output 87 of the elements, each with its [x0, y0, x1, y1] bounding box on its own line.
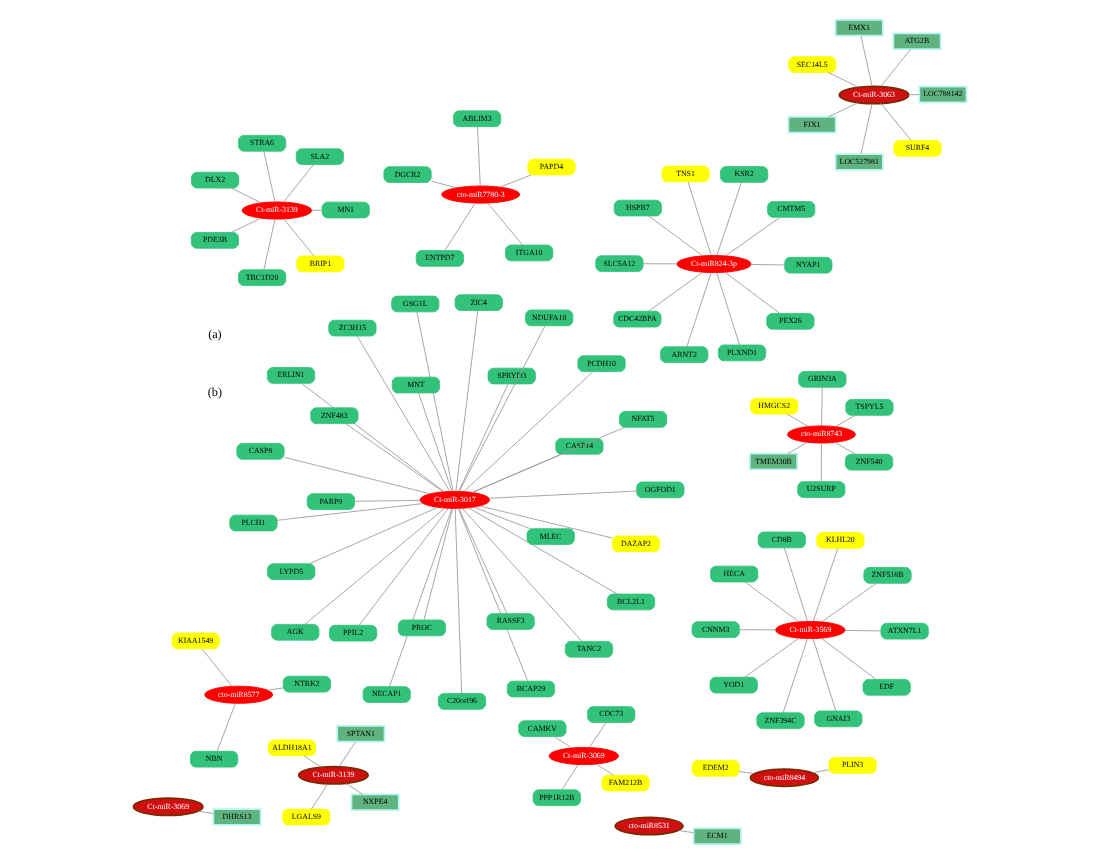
connector	[304, 507, 446, 625]
connector	[389, 508, 453, 687]
connector	[197, 810, 214, 814]
connector	[744, 637, 800, 678]
connector	[216, 703, 236, 752]
connector	[345, 423, 444, 493]
connector	[458, 508, 508, 614]
connector	[595, 763, 614, 776]
connector	[860, 35, 873, 87]
connector	[276, 503, 424, 521]
connector	[263, 218, 276, 270]
connector	[860, 103, 873, 155]
connector	[908, 94, 920, 96]
connector	[834, 442, 856, 455]
connector	[787, 442, 808, 454]
connector	[444, 202, 476, 251]
connector	[473, 506, 531, 530]
connector	[782, 638, 808, 714]
connector	[687, 181, 712, 256]
connector	[338, 741, 357, 767]
connector	[263, 151, 276, 203]
connector	[418, 392, 453, 492]
connector	[283, 218, 315, 257]
connector	[642, 263, 678, 265]
connector	[554, 736, 572, 749]
connector	[477, 126, 481, 187]
connector	[301, 383, 445, 492]
connector	[230, 187, 262, 204]
connector	[561, 764, 579, 791]
connector	[468, 507, 618, 595]
connector	[725, 217, 781, 257]
connector	[880, 48, 911, 87]
connector	[311, 209, 323, 211]
connector	[716, 272, 740, 346]
connector	[472, 453, 562, 493]
connector	[423, 508, 454, 621]
connector	[267, 687, 284, 691]
connector	[827, 72, 859, 88]
connector	[463, 371, 594, 492]
connector	[462, 507, 583, 642]
connector	[454, 508, 463, 694]
connector	[499, 174, 532, 188]
connector	[820, 442, 822, 483]
connector	[416, 311, 454, 492]
connector	[827, 102, 859, 118]
connector	[356, 335, 451, 492]
connector	[358, 508, 449, 626]
connector	[458, 383, 509, 492]
connector	[724, 272, 781, 314]
connector	[488, 490, 638, 499]
connector	[458, 508, 529, 682]
connector	[821, 638, 877, 680]
connector	[647, 271, 703, 312]
connector	[821, 386, 823, 427]
connector	[739, 629, 777, 631]
connector	[283, 456, 431, 495]
connector	[458, 325, 546, 492]
connector	[880, 103, 912, 141]
connector	[678, 830, 694, 834]
connector	[648, 215, 703, 256]
connector	[821, 582, 877, 623]
connector	[230, 217, 262, 233]
connector	[309, 507, 439, 565]
connector	[455, 310, 479, 492]
connector	[812, 769, 830, 774]
connector	[835, 415, 856, 427]
connector	[201, 648, 233, 687]
connector	[345, 782, 364, 795]
connector	[739, 771, 755, 774]
connector	[430, 180, 457, 189]
connector	[744, 581, 800, 623]
connector	[812, 548, 839, 622]
connector	[311, 783, 329, 810]
connector	[354, 499, 421, 502]
connector	[479, 505, 613, 539]
connector	[750, 264, 786, 266]
connector	[283, 164, 314, 203]
connector	[686, 272, 712, 348]
connector	[303, 755, 322, 768]
connector	[487, 202, 524, 246]
connector	[844, 630, 882, 632]
connector	[783, 547, 808, 622]
connector	[787, 413, 809, 427]
connector	[812, 638, 837, 712]
connector	[589, 722, 607, 748]
connector	[716, 182, 742, 256]
connector	[472, 426, 625, 493]
